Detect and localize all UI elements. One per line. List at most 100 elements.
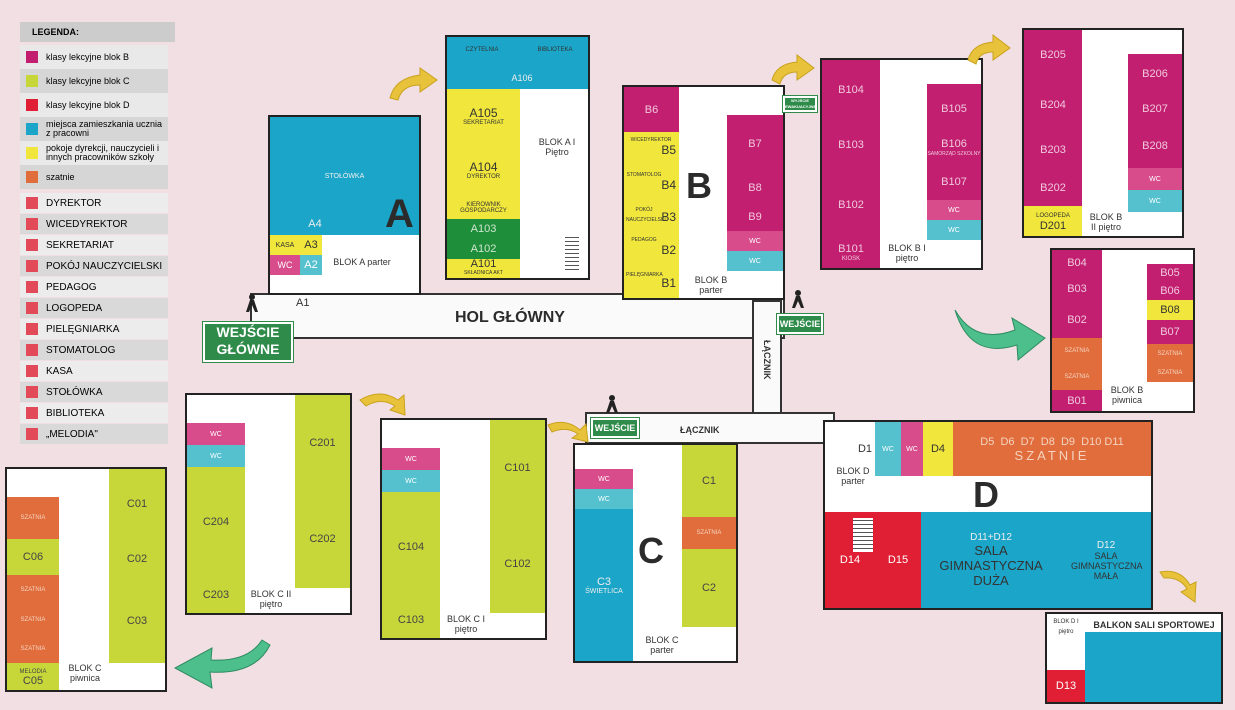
room-sala-mala[interactable]: D12 SALA GIMNASTYCZNA MAŁA xyxy=(1061,512,1151,608)
room-wc[interactable]: WC xyxy=(270,255,300,275)
wc-b2-1[interactable]: WC xyxy=(1128,168,1182,190)
room-c05[interactable]: MELODIA C05 xyxy=(7,663,59,690)
room-d3[interactable]: WC xyxy=(901,422,923,476)
room-c06[interactable]: C06 xyxy=(7,539,59,575)
room-b103[interactable]: B103 xyxy=(822,120,880,170)
room-a106[interactable]: A106 xyxy=(511,73,533,83)
room-c1[interactable]: C1 xyxy=(682,445,736,517)
room-c01[interactable]: C01 xyxy=(109,469,165,539)
room-d15[interactable]: D15 xyxy=(875,512,921,608)
room-a104[interactable]: A104 DYREKTOR xyxy=(447,143,520,197)
room-a3[interactable]: A3 xyxy=(300,235,322,255)
room-c101[interactable]: C101 xyxy=(490,420,545,515)
wc-b-parter-1[interactable]: WC xyxy=(727,231,783,251)
room-b203[interactable]: B203 xyxy=(1024,130,1082,170)
room-b2[interactable]: B2 xyxy=(624,232,679,267)
room-kierownik[interactable]: KIEROWNIK GOSPODARCZY xyxy=(447,197,520,219)
room-b04[interactable]: B04 xyxy=(1052,250,1102,276)
room-b101[interactable]: B101 KIOSK xyxy=(822,240,880,268)
room-szatnia-c1[interactable]: SZATNIA xyxy=(7,497,59,539)
room-a1[interactable]: A1 xyxy=(296,297,310,309)
room-b01[interactable]: B01 xyxy=(1052,390,1102,411)
room-szatnia-b4[interactable]: SZATNIA xyxy=(1147,364,1193,382)
room-szatnia-b2[interactable]: SZATNIA xyxy=(1052,364,1102,390)
room-b3[interactable]: B3 xyxy=(624,202,679,232)
room-c103[interactable]: C103 xyxy=(382,602,440,638)
room-szatnia-c3[interactable]: SZATNIA xyxy=(7,605,59,635)
wc-c-2[interactable]: WC xyxy=(575,489,633,509)
room-b104[interactable]: B104 xyxy=(822,60,880,120)
room-b208[interactable]: B208 xyxy=(1128,124,1182,168)
room-a103[interactable]: A103 xyxy=(447,219,520,239)
entrance-c-sign[interactable]: WEJŚCIE xyxy=(591,418,639,438)
room-c201[interactable]: C201 xyxy=(295,395,350,490)
room-d4[interactable]: D4 xyxy=(923,422,953,476)
room-d201[interactable]: LOGOPEDA D201 xyxy=(1024,206,1082,236)
room-b6[interactable]: B6 xyxy=(624,87,679,132)
room-d1[interactable]: D1 xyxy=(857,443,873,455)
room-b02[interactable]: B02 xyxy=(1052,302,1102,338)
entrance-b-sign[interactable]: WEJŚCIE xyxy=(777,314,823,334)
room-szatnia-c2[interactable]: SZATNIA xyxy=(7,575,59,605)
room-b03[interactable]: B03 xyxy=(1052,276,1102,302)
room-a101[interactable]: A101 SKŁADNICA AKT xyxy=(447,258,520,278)
room-a4[interactable]: A4 xyxy=(308,218,322,230)
room-d2[interactable]: WC xyxy=(875,422,901,476)
wc-c1-1[interactable]: WC xyxy=(382,448,440,470)
wc-b1-2[interactable]: WC xyxy=(927,220,981,240)
room-b1[interactable]: B1 xyxy=(624,267,679,298)
block-d-parter: D1 WC WC D4 D5 D6 D7 D8 D9 D10 D11 SZATN… xyxy=(823,420,1153,610)
room-kasa[interactable]: KASA xyxy=(270,235,300,255)
room-c202[interactable]: C202 xyxy=(295,490,350,588)
room-b106[interactable]: B106 SAMORZĄD SZKOLNY xyxy=(927,134,981,164)
room-b202[interactable]: B202 xyxy=(1024,170,1082,206)
room-b05[interactable]: B05 xyxy=(1147,264,1193,282)
room-szatnia-c[interactable]: SZATNIA xyxy=(682,517,736,549)
room-b8[interactable]: B8 xyxy=(727,173,783,203)
room-sala-duza[interactable]: D11+D12 SALA GIMNASTYCZNA DUŻA xyxy=(921,512,1061,608)
wc-c-1[interactable]: WC xyxy=(575,469,633,489)
room-b205[interactable]: B205 xyxy=(1024,30,1082,80)
room-c204[interactable]: C204 xyxy=(187,467,245,577)
wc-b-parter-2[interactable]: WC xyxy=(727,251,783,271)
room-b207[interactable]: B207 xyxy=(1128,94,1182,124)
legend-swatch xyxy=(26,171,38,183)
wc-c2-1[interactable]: WC xyxy=(187,423,245,445)
room-czytelnia[interactable] xyxy=(447,37,588,89)
room-szatnie-d[interactable]: D5 D6 D7 D8 D9 D10 D11 SZATNIE xyxy=(953,422,1151,476)
room-b4[interactable]: B4 xyxy=(624,167,679,202)
room-balkon[interactable] xyxy=(1085,632,1221,702)
room-b07[interactable]: B07 xyxy=(1147,320,1193,344)
room-c102[interactable]: C102 xyxy=(490,515,545,613)
wc-c2-2[interactable]: WC xyxy=(187,445,245,467)
room-c104[interactable]: C104 xyxy=(382,492,440,602)
room-a2[interactable]: A2 xyxy=(300,255,322,275)
room-c3[interactable]: C3 ŚWIETLICA xyxy=(575,509,633,661)
room-b107[interactable]: B107 xyxy=(927,164,981,200)
room-b08[interactable]: B08 xyxy=(1147,300,1193,320)
block-b-floor2: B205 B204 B203 B202 LOGOPEDA D201 B206 B… xyxy=(1022,28,1184,238)
wc-c1-2[interactable]: WC xyxy=(382,470,440,492)
wc-b1-1[interactable]: WC xyxy=(927,200,981,220)
room-b06[interactable]: B06 xyxy=(1147,282,1193,300)
room-b9[interactable]: B9 xyxy=(727,203,783,231)
room-b105[interactable]: B105 xyxy=(927,84,981,134)
room-b204[interactable]: B204 xyxy=(1024,80,1082,130)
room-stolowka[interactable]: STOŁÓWKA xyxy=(270,117,419,235)
room-b7[interactable]: B7 xyxy=(727,115,783,173)
room-b5[interactable]: B5 xyxy=(624,132,679,167)
room-a102[interactable]: A102 xyxy=(447,239,520,259)
room-szatnia-b1[interactable]: SZATNIA xyxy=(1052,338,1102,364)
room-b102[interactable]: B102 xyxy=(822,170,880,240)
room-c203[interactable]: C203 xyxy=(187,577,245,613)
room-c2[interactable]: C2 xyxy=(682,549,736,627)
room-c02[interactable]: C02 xyxy=(109,539,165,579)
room-szatnia-c4[interactable]: SZATNIA xyxy=(7,635,59,663)
main-entrance-sign[interactable]: WEJŚCIE GŁÓWNE xyxy=(203,322,293,362)
room-b206[interactable]: B206 xyxy=(1128,54,1182,94)
room-a105[interactable]: A105 SEKRETARIAT xyxy=(447,89,520,143)
room-d13[interactable]: D13 xyxy=(1047,670,1085,702)
wc-b2-2[interactable]: WC xyxy=(1128,190,1182,212)
room-szatnia-b3[interactable]: SZATNIA xyxy=(1147,344,1193,364)
room-c03[interactable]: C03 xyxy=(109,579,165,663)
